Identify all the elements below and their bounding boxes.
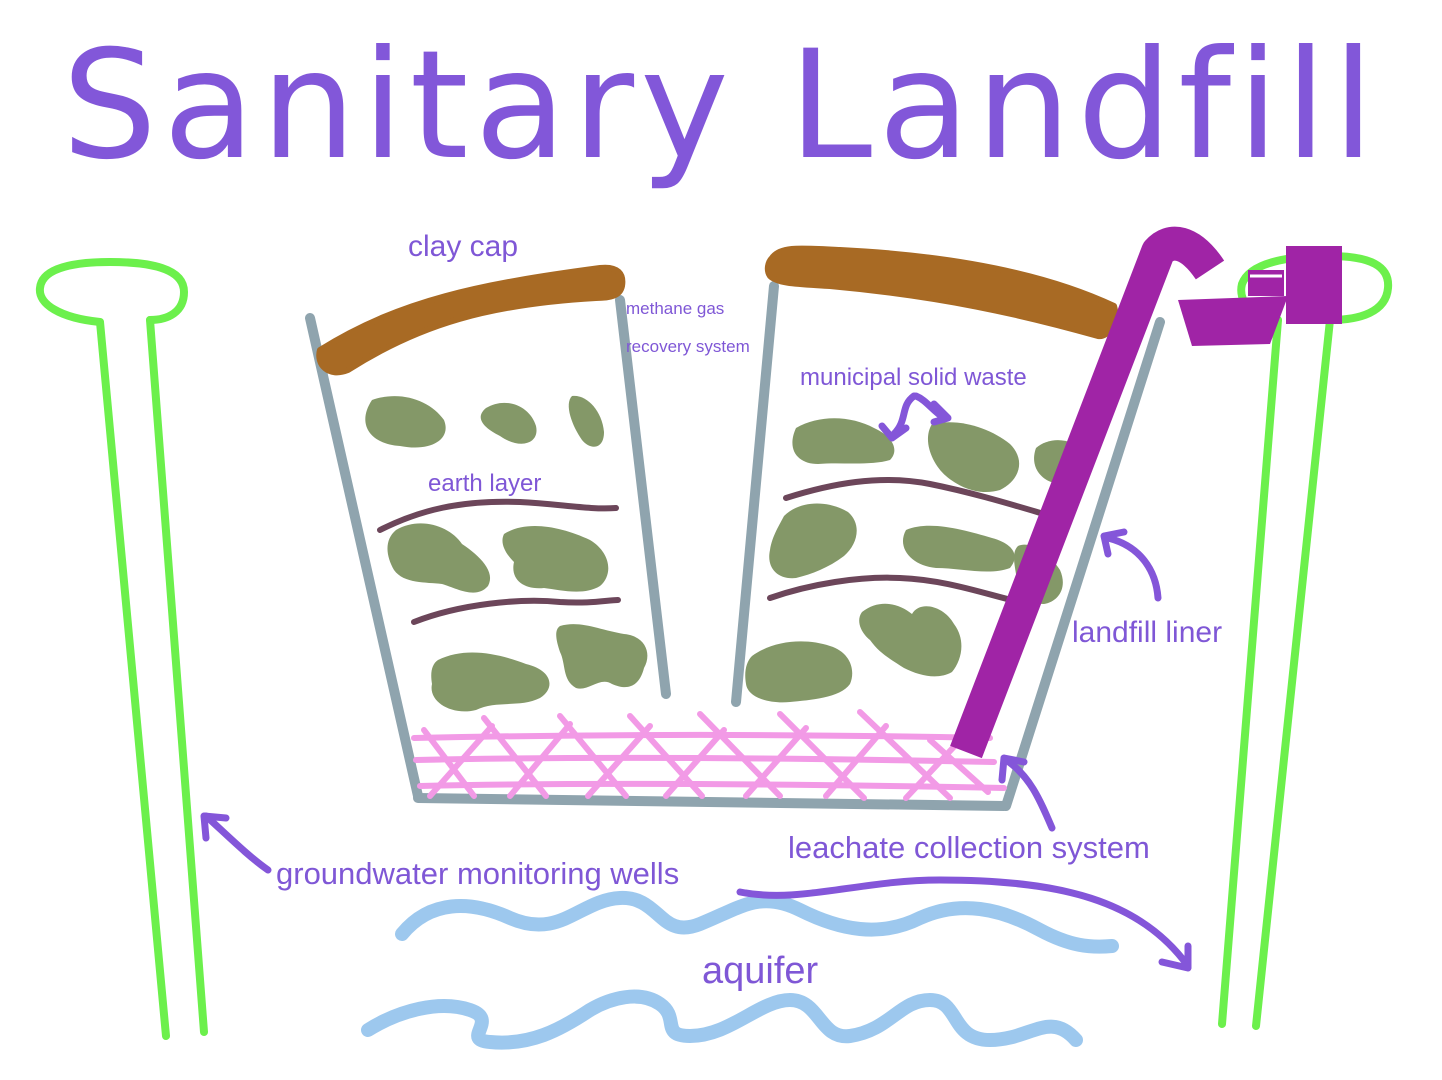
clay-cap — [316, 245, 1118, 376]
leachate-arrow — [1002, 756, 1056, 832]
annotation-arrows — [200, 392, 1192, 972]
label-aquifer: aquifer — [702, 950, 819, 992]
diagram-title: Sanitary Landfill — [61, 19, 1381, 193]
methane-recovery-unit — [1178, 246, 1342, 346]
label-clay-cap: clay cap — [408, 230, 519, 263]
groundwater-well-left — [35, 258, 208, 1040]
label-landfill-liner: landfill liner — [1072, 616, 1223, 649]
aquifer-waves — [361, 891, 1119, 1050]
label-leachate-collection-system: leachate collection system — [788, 830, 1150, 865]
label-methane-line2: recovery system — [626, 337, 750, 356]
liner-arrow — [1104, 534, 1162, 602]
wells-arrow-right — [736, 876, 1192, 970]
label-municipal-solid-waste: municipal solid waste — [800, 364, 1027, 391]
municipal-waste-piles — [365, 395, 1091, 712]
earth-layer-lines — [377, 476, 1047, 625]
label-earth-layer: earth layer — [428, 470, 542, 497]
groundwater-well-right — [1218, 252, 1393, 1030]
label-groundwater-monitoring-wells: groundwater monitoring wells — [276, 856, 680, 891]
methane-recovery-pipe — [950, 226, 1225, 759]
wells-arrow-left — [202, 812, 272, 874]
landfill-liner — [305, 281, 1165, 811]
leachate-collection-grid — [411, 709, 1007, 801]
label-methane-line1: methane gas — [626, 299, 725, 318]
